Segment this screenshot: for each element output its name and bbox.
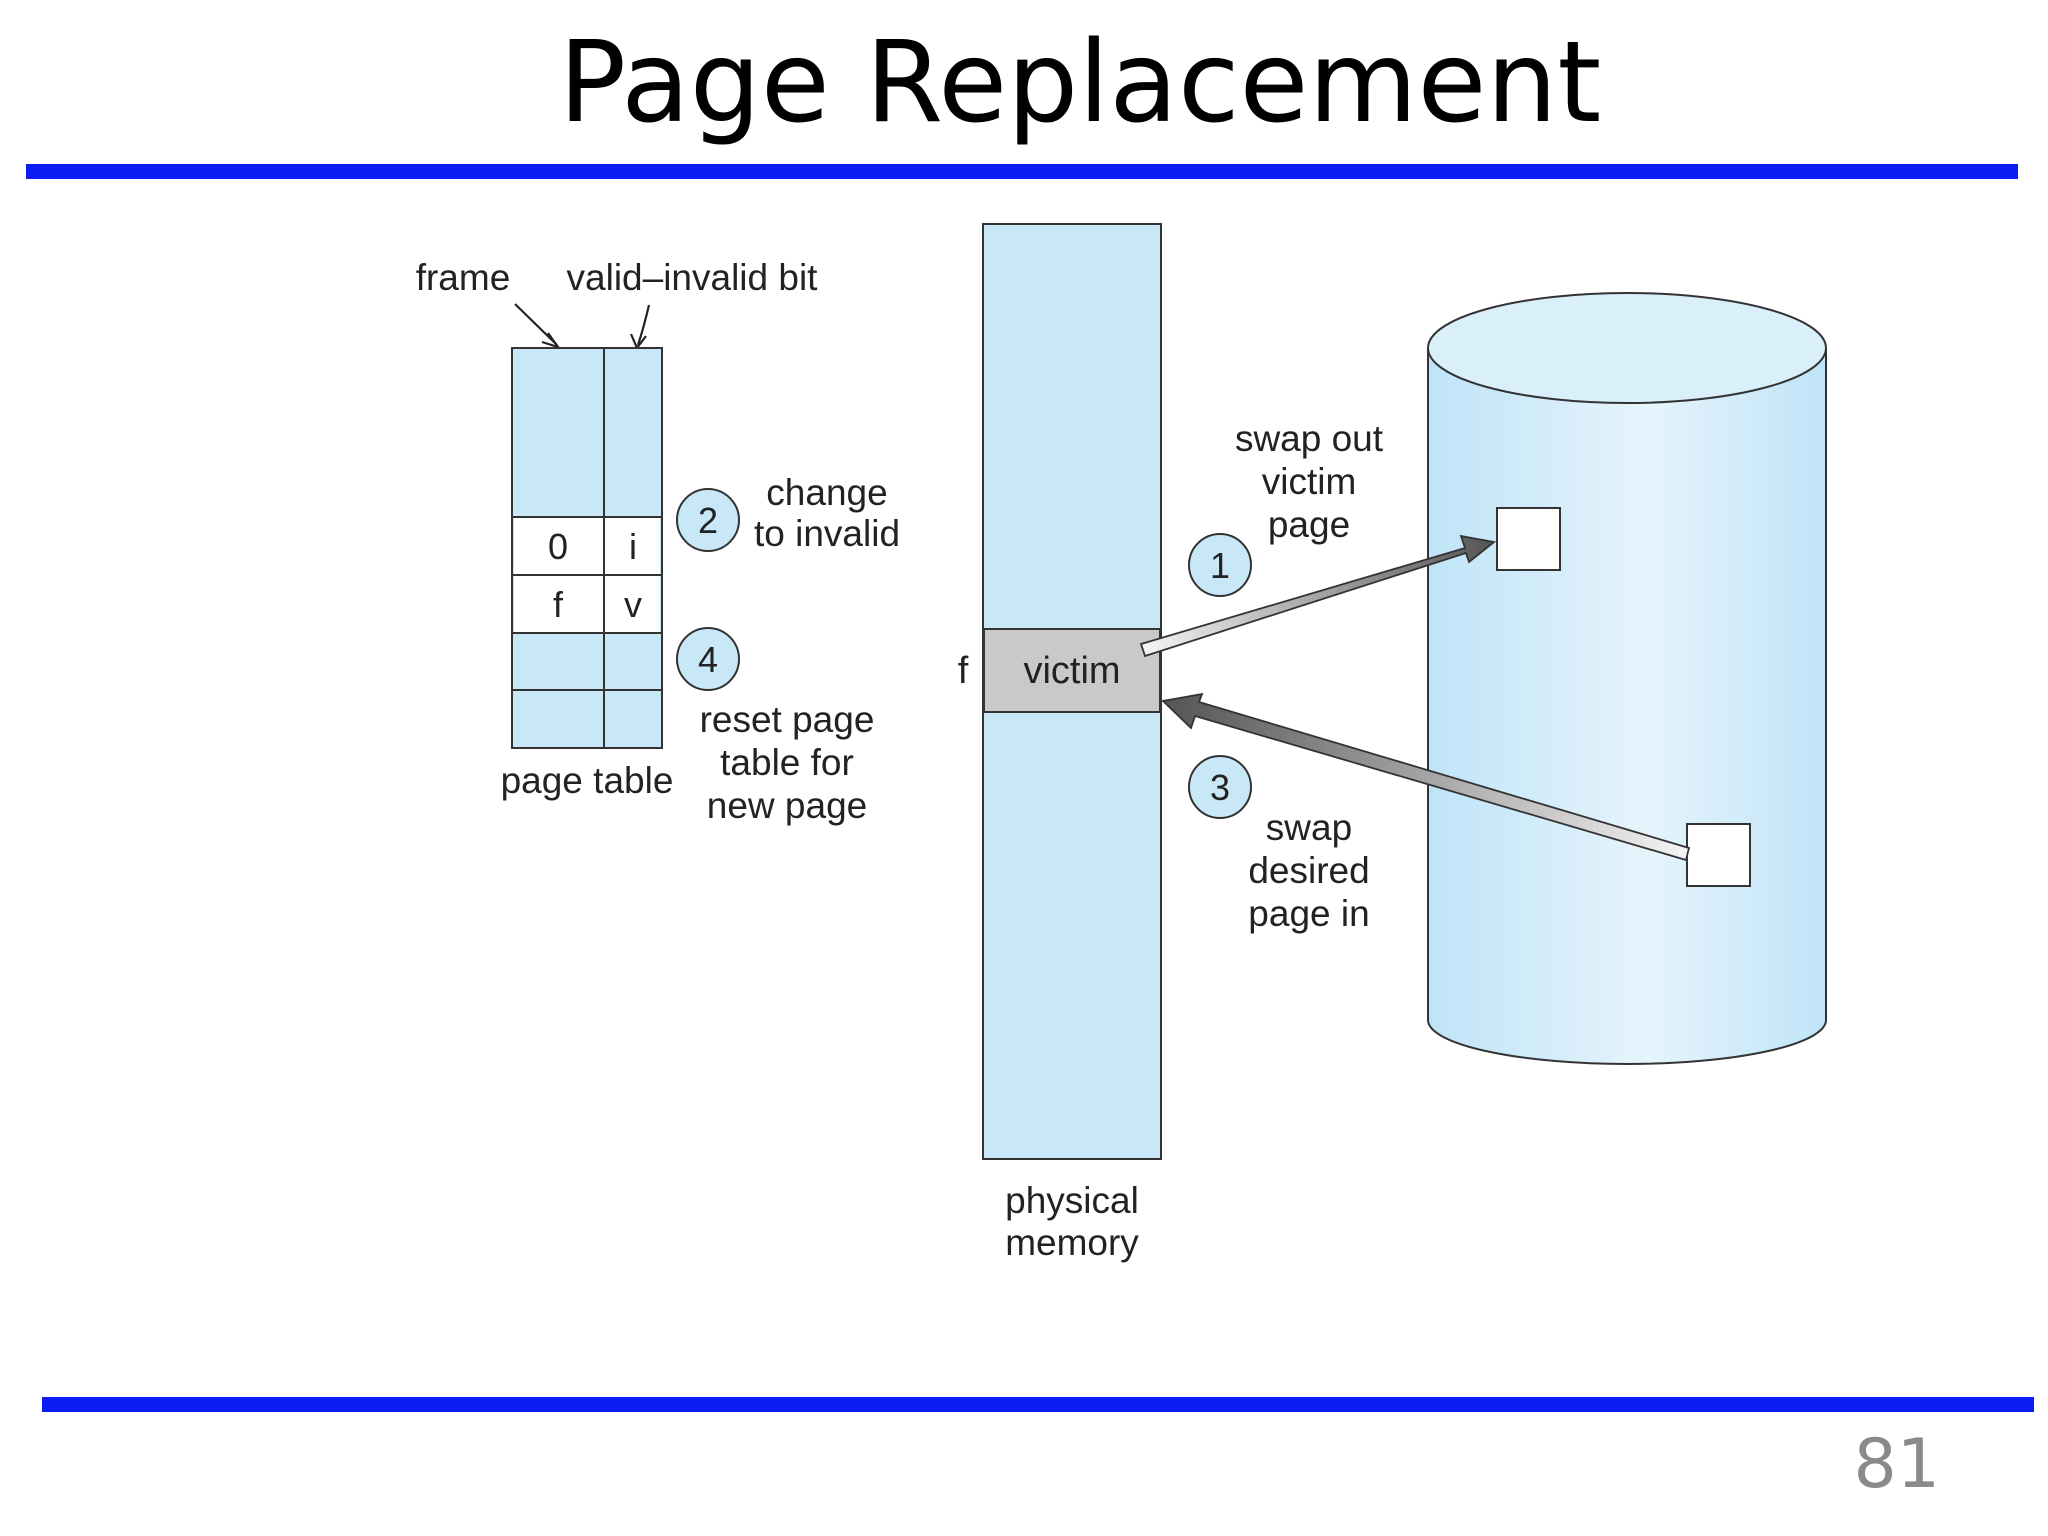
step-1-text-line: victim [1262, 461, 1357, 502]
step-3-text-line: page in [1248, 893, 1369, 934]
frame-f-label: f [958, 650, 969, 692]
step-4-number: 4 [698, 639, 718, 680]
step-3-text-line: desired [1248, 850, 1369, 891]
page-table-frame-cell: 0 [548, 526, 568, 567]
disk-victim-page-slot [1496, 507, 1561, 571]
valid-invalid-bit-label: valid–invalid bit [567, 257, 819, 298]
step-4-text-line: table for [720, 742, 854, 783]
step-2-number: 2 [698, 500, 718, 541]
step-2-text-line: to invalid [754, 513, 900, 554]
slide-number: 81 [1853, 1425, 1940, 1504]
step-2-text-line: change [766, 472, 887, 513]
disk-body [1427, 348, 1827, 1065]
page-table: frame valid–invalid bit 0 i f v page tab… [416, 257, 818, 801]
step-3: 3 swap desired page in [1188, 755, 1370, 934]
step-1-text-line: swap out [1235, 418, 1384, 459]
step-3-text-line: swap [1266, 807, 1352, 848]
step-3-badge [1188, 755, 1252, 819]
top-divider [26, 164, 2018, 179]
step-4: 4 reset page table for new page [676, 627, 875, 826]
victim-frame [983, 628, 1161, 713]
frame-label: frame [416, 257, 511, 298]
page-table-bit-cell: i [629, 526, 637, 567]
disk-desired-page-slot [1686, 823, 1751, 887]
step-1-text-line: page [1268, 504, 1350, 545]
step-3-number: 3 [1210, 767, 1230, 808]
physical-memory-label: physical [1005, 1180, 1139, 1221]
step-2: 2 change to invalid [676, 472, 900, 554]
page-table-label: page table [501, 760, 674, 801]
step-1: 1 swap out victim page [1188, 418, 1384, 597]
step-4-badge [676, 627, 740, 691]
backing-store-disk [1427, 292, 1827, 1065]
step-1-number: 1 [1210, 545, 1230, 586]
frame-pointer-arrowhead [541, 332, 561, 350]
physical-memory-label: memory [1005, 1222, 1139, 1263]
physical-memory: victim f physical memory [958, 223, 1162, 1263]
slide-title: Page Replacement [558, 18, 1602, 148]
bit-pointer-arrow [636, 304, 651, 346]
step-4-text-line: new page [707, 785, 867, 826]
step-2-badge [676, 488, 740, 552]
step-1-badge [1188, 533, 1252, 597]
victim-label: victim [1023, 650, 1120, 692]
frame-pointer-arrow [514, 303, 557, 345]
page-table-frame-cell: f [553, 584, 564, 625]
swap-in-arrow [1161, 692, 1691, 862]
swap-out-arrow [1139, 534, 1497, 658]
step-4-text-line: reset page [700, 699, 875, 740]
bottom-divider [42, 1397, 2034, 1412]
disk-top [1427, 292, 1827, 404]
page-table-bit-cell: v [624, 584, 642, 625]
